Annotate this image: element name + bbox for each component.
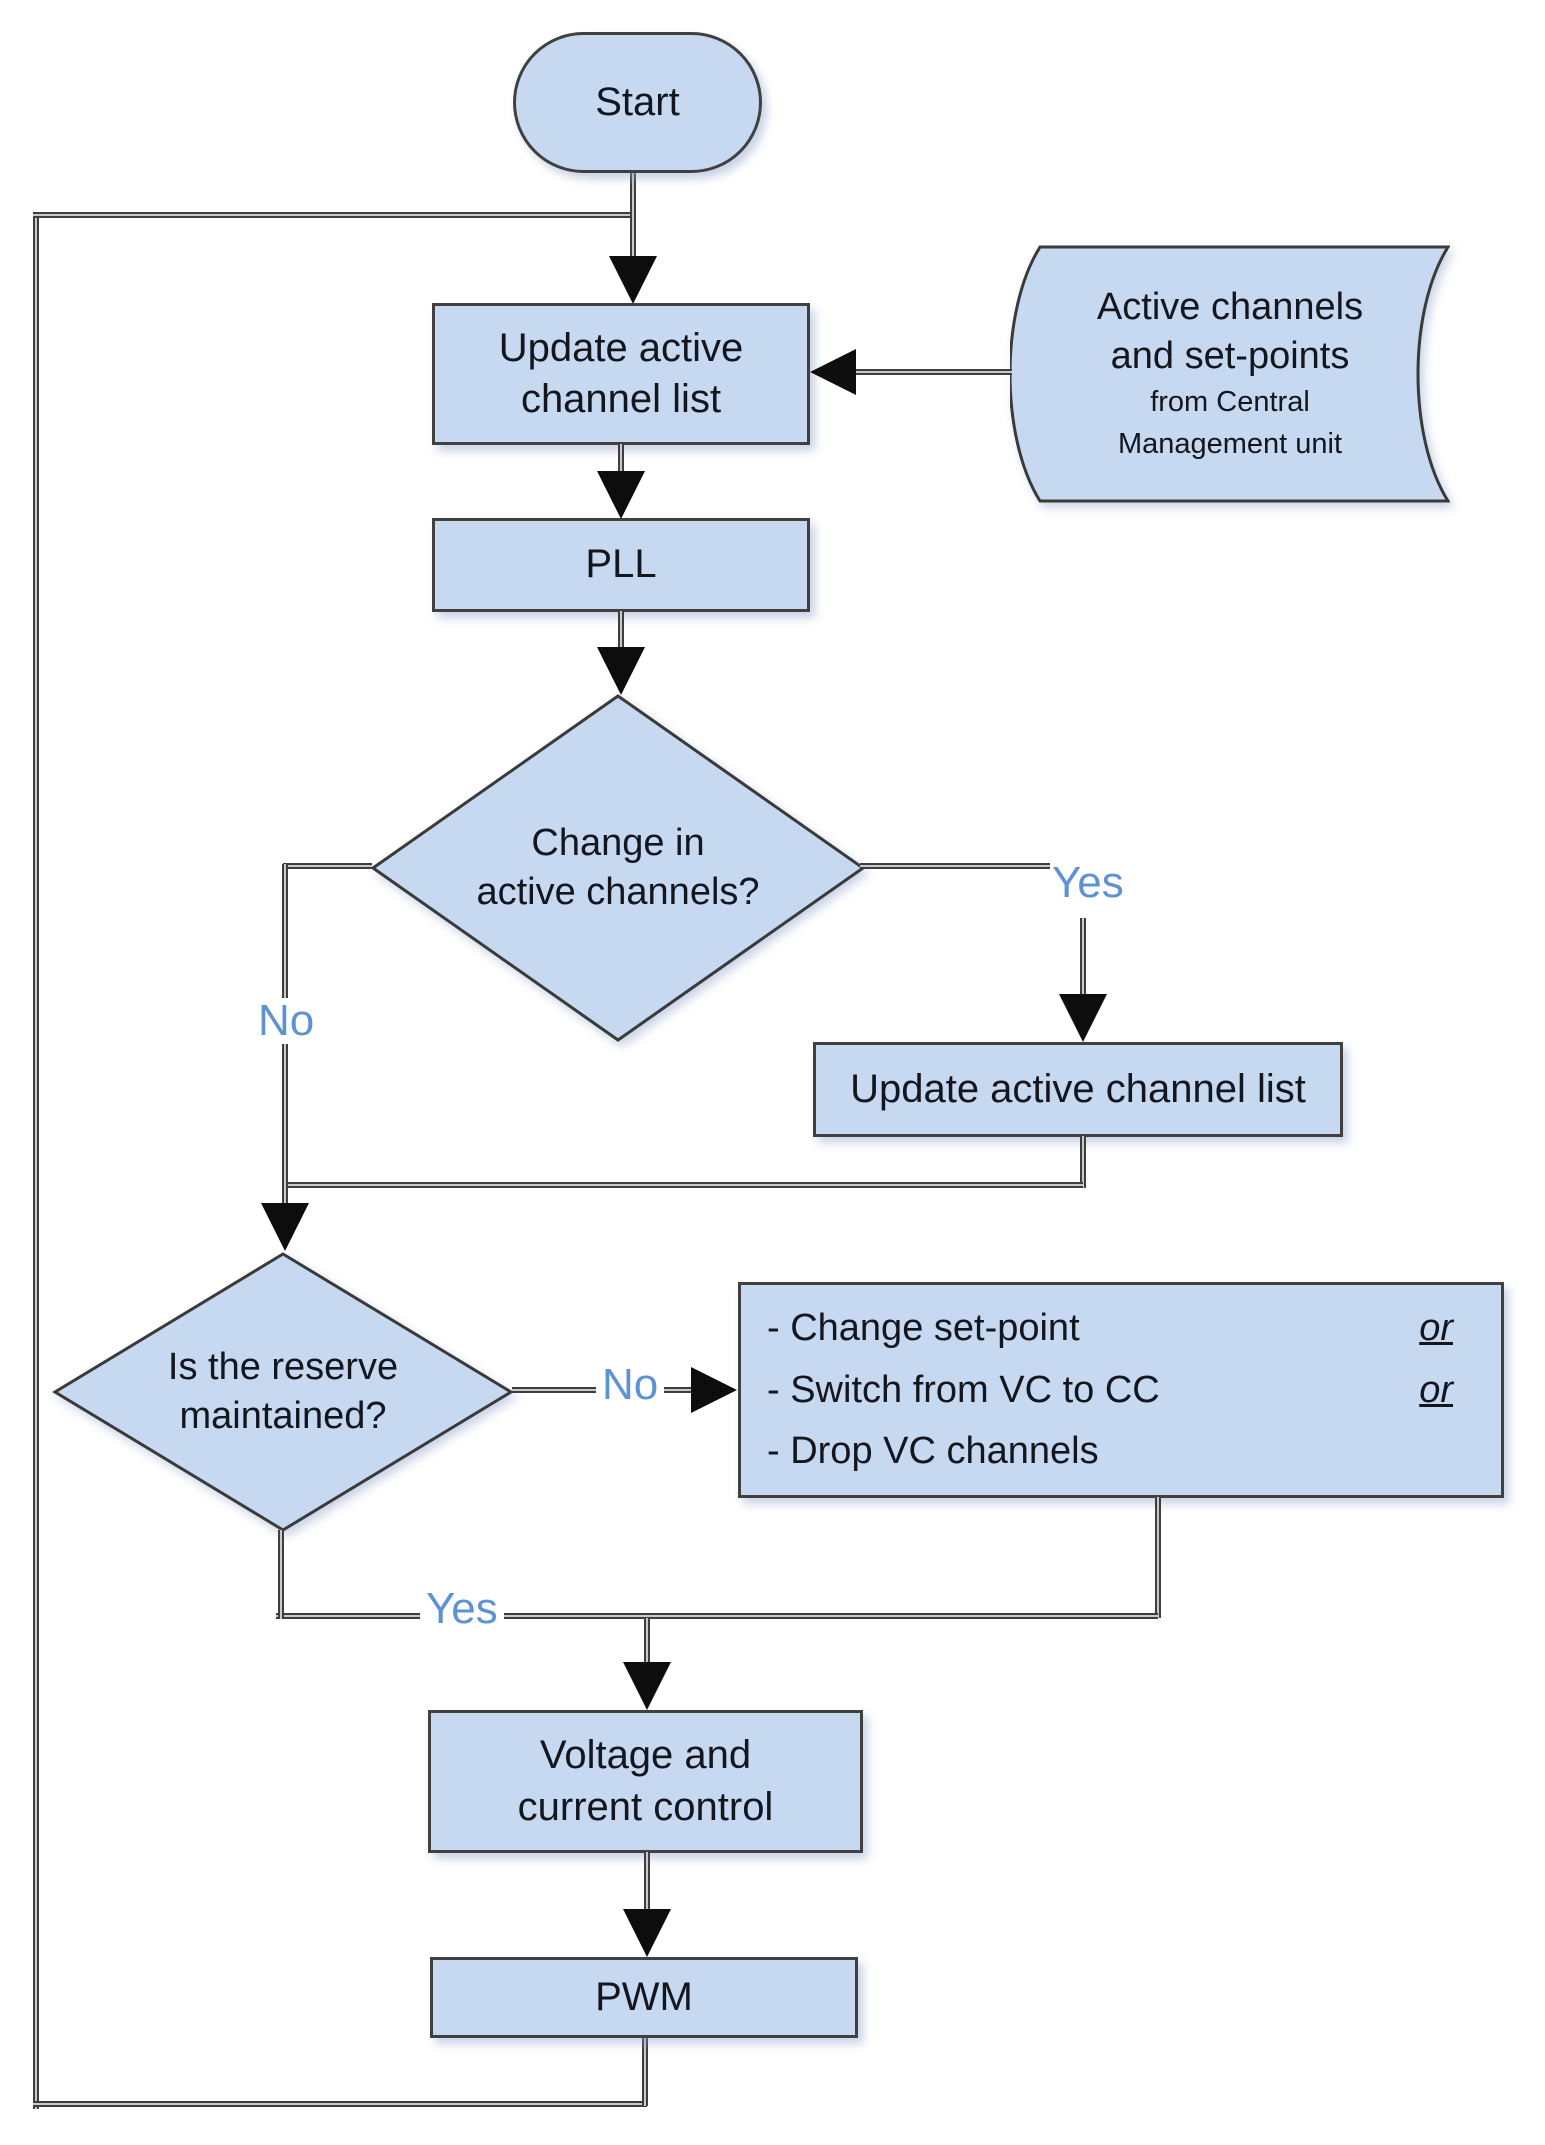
action-item-1-text: - Change set-point xyxy=(767,1307,1080,1350)
connector-loop-top xyxy=(33,212,633,218)
connector-update2-left xyxy=(283,1182,1083,1188)
arrowhead-into-actions-icon xyxy=(691,1367,737,1413)
connector-yes-down xyxy=(1080,918,1086,998)
update-active-channel-list-2-node: Update active channel list xyxy=(813,1042,1343,1137)
arrowhead-into-pll-icon xyxy=(597,471,645,519)
decision1-line-2: active channels? xyxy=(476,871,760,913)
connector-pwm-down xyxy=(642,2036,648,2106)
arrowhead-into-decision2-icon xyxy=(261,1203,309,1251)
decision1-line-1: Change in xyxy=(531,821,705,864)
action-item-1-or: or xyxy=(1419,1307,1453,1350)
voltage-line-1: Voltage and xyxy=(539,1733,752,1778)
connector-update-pll xyxy=(618,444,624,474)
voltage-line-2: current control xyxy=(517,1784,774,1829)
action-item-3: - Drop VC channels xyxy=(767,1427,1453,1476)
start-node: Start xyxy=(513,32,762,173)
connector-pll-decision xyxy=(618,611,624,649)
connector-data-update xyxy=(856,369,1012,375)
connector-decision1-yes xyxy=(860,863,1050,869)
update-line-2: channel list xyxy=(520,377,722,421)
change-in-active-channels-text: Change in active channels? xyxy=(390,790,846,946)
no-branch-label-1: No xyxy=(252,997,321,1045)
central-data-line-4: Management unit xyxy=(1117,428,1343,461)
connector-decision2-yes xyxy=(278,1530,284,1619)
central-data-line-3: from Central xyxy=(1150,386,1310,419)
connector-start-update xyxy=(630,172,636,260)
pll-node: PLL xyxy=(432,518,810,612)
voltage-current-control-node: Voltage and current control xyxy=(428,1710,863,1853)
update2-label: Update active channel list xyxy=(850,1066,1306,1111)
connector-merge-horizontal xyxy=(276,1613,1158,1619)
decision2-line-1: Is the reserve xyxy=(167,1345,399,1388)
action-item-2-text: - Switch from VC to CC xyxy=(767,1368,1160,1411)
central-management-data-node xyxy=(1010,245,1450,503)
start-label: Start xyxy=(595,79,680,124)
pll-label: PLL xyxy=(585,542,657,587)
change-in-active-channels-decision xyxy=(370,694,866,1042)
action-item-2-or: or xyxy=(1419,1368,1453,1411)
action-item-2: - Switch from VC to CC or xyxy=(767,1366,1453,1415)
pwm-label: PWM xyxy=(595,1974,693,2019)
yes-branch-label-1: Yes xyxy=(1052,858,1124,907)
central-management-data-text: Active channels and set-points from Cent… xyxy=(1020,252,1440,496)
connector-decision1-no xyxy=(283,863,372,869)
arrowhead-into-pwm-icon xyxy=(623,1909,671,1957)
pwm-node: PWM xyxy=(430,1957,858,2038)
arrowhead-into-update2-icon xyxy=(1059,994,1107,1042)
connector-voltage-pwm xyxy=(644,1852,650,1910)
decision2-line-2: maintained? xyxy=(179,1395,387,1437)
action-item-1: - Change set-point or xyxy=(767,1304,1453,1353)
update-active-channel-list-node: Update active channel list xyxy=(432,303,810,445)
central-data-line-2: and set-points xyxy=(1110,334,1350,377)
no-branch-label-2: No xyxy=(596,1361,665,1409)
connector-loop-left xyxy=(33,213,39,2109)
arrowhead-into-decision1-icon xyxy=(597,647,645,695)
reserve-actions-node: - Change set-point or - Switch from VC t… xyxy=(738,1282,1504,1498)
arrowhead-into-update-icon xyxy=(609,256,657,304)
update-line-1: Update active xyxy=(498,325,744,370)
connector-actions-down xyxy=(1155,1497,1161,1618)
yes-branch-label-2: Yes xyxy=(420,1585,504,1633)
action-item-3-text: - Drop VC channels xyxy=(767,1430,1099,1473)
arrowhead-into-update-left-icon xyxy=(810,349,856,395)
reserve-maintained-text: Is the reserve maintained? xyxy=(62,1314,504,1470)
arrowhead-into-voltage-icon xyxy=(623,1662,671,1710)
connector-merge-voltage xyxy=(644,1618,650,1664)
connector-update2-down xyxy=(1080,1136,1086,1188)
connector-loop-bottom xyxy=(33,2101,647,2107)
central-data-line-1: Active channels xyxy=(1096,285,1364,328)
